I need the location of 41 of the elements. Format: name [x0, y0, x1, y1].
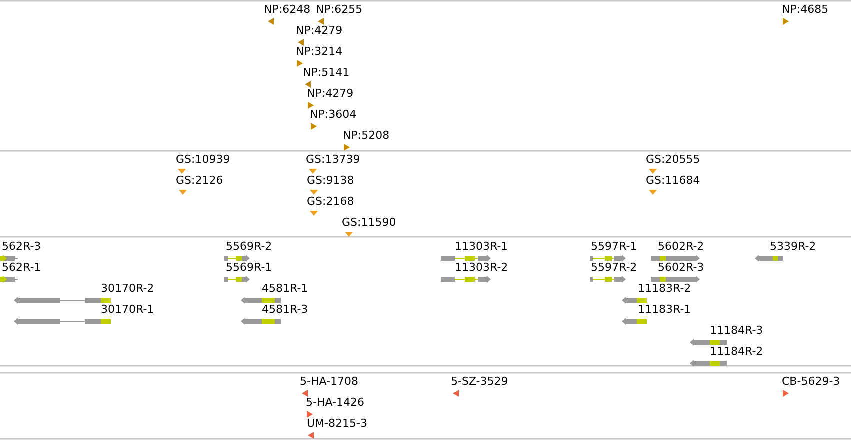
feature-label: NP:4279 [296, 24, 343, 38]
gene-label: 5597R-1 [591, 240, 638, 254]
gene-label: 11184R-2 [710, 345, 764, 359]
gene-label: 11303R-2 [455, 261, 508, 275]
gene-label: 5339R-2 [770, 240, 816, 254]
gene-label: 5602R-2 [658, 240, 704, 254]
gene-label: 562R-1 [2, 261, 42, 275]
feature-label: UM-8215-3 [307, 417, 368, 431]
gene-label: 4581R-1 [262, 282, 308, 296]
feature-label: GS:11684 [646, 174, 700, 188]
gene-label: 11184R-3 [710, 324, 764, 338]
feature-label: NP:6248 [264, 3, 311, 17]
feature-label: 5-HA-1426 [306, 396, 364, 410]
feature-label: NP:3604 [310, 108, 357, 122]
feature-label: NP:6255 [316, 3, 363, 17]
feature-label: NP:4685 [782, 3, 829, 17]
feature-label: GS:13739 [306, 153, 360, 167]
feature-label: CB-5629-3 [782, 375, 840, 389]
feature-label: GS:10939 [176, 153, 230, 167]
feature-label: NP:5141 [303, 66, 350, 80]
gene-label: 562R-3 [2, 240, 42, 254]
feature-label: NP:4279 [307, 87, 354, 101]
feature-label: NP:3214 [296, 45, 343, 59]
gene-label: 30170R-1 [101, 303, 154, 317]
feature-label: GS:11590 [342, 216, 396, 230]
gene-label: 5569R-1 [226, 261, 272, 275]
gene-label: 11183R-2 [638, 282, 692, 296]
gene-label: 4581R-3 [262, 303, 308, 317]
gene-label: 11303R-1 [455, 240, 508, 254]
gene-label: 30170R-2 [101, 282, 154, 296]
feature-label: NP:5208 [343, 129, 390, 143]
feature-label: GS:2168 [307, 195, 354, 209]
gene-label: 11183R-1 [638, 303, 692, 317]
gene-label: 5569R-2 [226, 240, 272, 254]
gene-label: 5602R-3 [658, 261, 704, 275]
feature-label: GS:20555 [646, 153, 700, 167]
feature-label: 5-HA-1708 [300, 375, 358, 389]
feature-label: GS:2126 [176, 174, 224, 188]
gene-label: 5597R-2 [591, 261, 638, 275]
feature-label: GS:9138 [307, 174, 354, 188]
feature-label: 5-SZ-3529 [451, 375, 508, 389]
